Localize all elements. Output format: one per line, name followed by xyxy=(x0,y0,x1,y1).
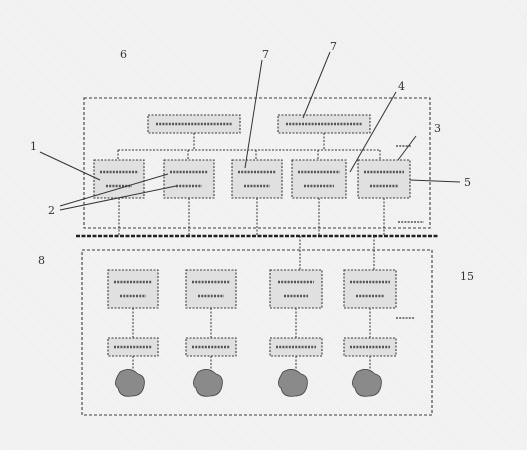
lower-module-1 xyxy=(107,269,159,309)
upper-module-2 xyxy=(163,159,215,199)
ref-15: 15 xyxy=(460,270,474,283)
ref-5: 5 xyxy=(464,176,471,189)
blob-device-icon xyxy=(193,369,223,397)
lower-system-boundary xyxy=(81,249,433,416)
ref-4: 4 xyxy=(398,80,405,93)
upper-module-4 xyxy=(291,159,347,199)
upper-module-3 xyxy=(231,159,283,199)
ref-7a: 7 xyxy=(262,48,269,61)
blob-device-icon xyxy=(278,369,308,397)
leader-2b xyxy=(59,185,177,211)
lower-module-3 xyxy=(269,269,323,309)
ref-1: 1 xyxy=(30,140,37,153)
leader-1 xyxy=(39,151,101,181)
leader-4 xyxy=(349,91,397,173)
blob-device-icon xyxy=(115,369,145,397)
ref-8: 8 xyxy=(38,254,45,267)
ref-2: 2 xyxy=(48,204,55,217)
lower-module-4 xyxy=(343,269,397,309)
leader-3 xyxy=(397,135,417,161)
leader-2a xyxy=(59,173,169,207)
ref-7b: 7 xyxy=(330,40,337,53)
upper-module-5 xyxy=(357,159,411,199)
leader-5 xyxy=(409,179,461,183)
upper-top-box-right xyxy=(277,114,371,134)
upper-top-box-left xyxy=(147,114,241,134)
lower-module-2 xyxy=(185,269,237,309)
small-box-3 xyxy=(269,337,323,357)
small-box-2 xyxy=(185,337,237,357)
upper-module-1 xyxy=(93,159,145,199)
blob-device-icon xyxy=(352,369,382,397)
small-box-1 xyxy=(107,337,159,357)
upper-system-boundary xyxy=(83,97,431,229)
leader-7b xyxy=(302,51,331,119)
small-box-4 xyxy=(343,337,397,357)
leader-7a xyxy=(244,59,263,169)
ref-6: 6 xyxy=(120,48,127,61)
ref-3: 3 xyxy=(434,122,441,135)
